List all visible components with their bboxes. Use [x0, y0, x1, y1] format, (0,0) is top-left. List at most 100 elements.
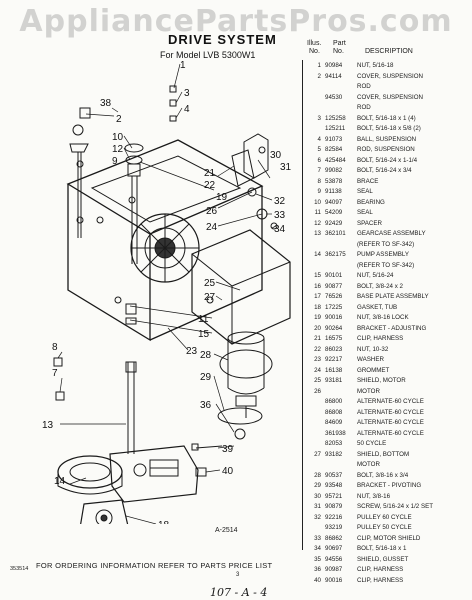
part-description: ROD [357, 104, 371, 111]
part-number: 76526 [325, 293, 343, 300]
document-code: 353514 [10, 566, 29, 572]
callout: 4 [184, 104, 190, 115]
parts-list-row: ROD [307, 83, 472, 94]
illus-number: 6 [317, 156, 321, 164]
part-description: NUT, 10-32 [357, 345, 389, 353]
illus-number: 19 [314, 314, 321, 321]
callout: 3 [184, 88, 190, 99]
drawing-number: A-2514 [215, 527, 238, 534]
callout: 8 [52, 342, 58, 353]
callout: 22 [204, 180, 216, 191]
part-description: ROD [357, 83, 371, 90]
illus-number: 26 [314, 387, 321, 395]
part-description: (REFER TO SF-342) [357, 240, 415, 248]
illus-number: 24 [314, 366, 321, 374]
callout: 14 [54, 476, 66, 487]
callout: 33 [274, 210, 286, 221]
callout: 31 [280, 162, 292, 173]
suspension-rod-parts [69, 107, 91, 238]
part-description: CLIP, HARNESS [357, 576, 404, 584]
illus-number: 9 [317, 188, 321, 195]
part-number: 90697 [325, 545, 343, 552]
callout: 36 [200, 400, 212, 411]
part-description: BOLT, 3/8-16 x 3/4 [357, 471, 409, 479]
illus-number: 14 [314, 251, 321, 258]
parts-list-row: (REFER TO SF-342) [307, 262, 472, 273]
part-description: 50 CYCLE [357, 440, 387, 447]
part-description: COVER, SUSPENSION [357, 93, 424, 101]
callout: 26 [206, 206, 218, 217]
spin-shaft [124, 143, 144, 264]
separator-line [302, 60, 303, 550]
parts-list-row: ROD [307, 104, 472, 115]
illus-number: 12 [314, 219, 321, 227]
diagram-subtitle: For Model LVB 5300W1 [160, 50, 256, 60]
part-number: 94114 [325, 72, 342, 80]
part-description: NUT, 5/16-24 [357, 272, 394, 279]
part-description: CLIP, HARNESS [357, 335, 404, 342]
illus-number: 13 [314, 230, 321, 237]
illus-number: 33 [314, 534, 321, 542]
part-description: ALTERNATE-60 CYCLE [357, 408, 424, 416]
header-description: DESCRIPTION [365, 48, 413, 55]
part-description: BASE PLATE ASSEMBLY [357, 293, 429, 300]
part-description: COVER, SUSPENSION [357, 72, 424, 80]
part-number: 92429 [325, 219, 343, 227]
part-number: 91138 [325, 188, 342, 195]
part-description: NUT, 3/8-16 LOCK [357, 314, 409, 321]
illus-number: 23 [314, 356, 321, 363]
part-description: BRACKET - PIVOTING [357, 482, 422, 489]
part-description: BOLT, 3/8-24 x 2 [357, 282, 403, 290]
part-description: WASHER [357, 356, 384, 363]
parts-list-row: (REFER TO SF-342) [307, 241, 472, 252]
illus-number: 15 [314, 272, 321, 279]
part-description: GASKET, TUB [357, 303, 398, 311]
part-description: SEAL [357, 209, 373, 216]
part-number: 425484 [325, 156, 346, 164]
illus-number: 40 [314, 576, 321, 584]
illus-number: 7 [317, 167, 321, 174]
illus-number: 35 [314, 555, 321, 563]
callout: 30 [270, 150, 282, 161]
part-description: NUT, 5/16-18 [357, 62, 394, 69]
motor [219, 331, 273, 418]
callout: 19 [216, 192, 228, 203]
part-number: 84609 [325, 419, 343, 426]
part-description: BOLT, 5/16-18 x 1 [357, 545, 407, 552]
part-description: SHIELD, GUSSET [357, 555, 409, 563]
callout: 9 [112, 156, 118, 167]
part-number: 93548 [325, 482, 343, 489]
illus-number: 11 [314, 209, 321, 216]
header-part: Part [333, 40, 346, 47]
callout: 25 [204, 278, 216, 289]
gasket-bolts [53, 357, 65, 401]
callout: 1 [180, 60, 186, 71]
part-description: PULLEY 50 CYCLE [357, 524, 412, 531]
part-number: 92216 [325, 513, 343, 521]
header-no: No. [309, 48, 320, 55]
base-plate-assembly [66, 139, 264, 342]
part-description: BRACKET - ADJUSTING [357, 324, 427, 332]
part-number: 16575 [325, 335, 343, 342]
part-number: 90879 [325, 503, 343, 510]
